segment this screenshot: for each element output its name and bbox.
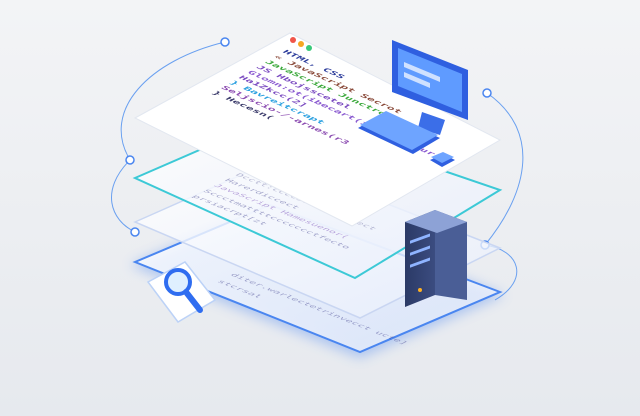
window-dot-green	[306, 45, 312, 51]
window-dots	[290, 37, 312, 51]
magnifier-search-icon	[146, 261, 217, 323]
monitor-icon	[392, 40, 468, 135]
connector-node	[130, 227, 140, 237]
mouse-icon	[430, 152, 455, 167]
keyboard-icon	[358, 111, 440, 154]
connector-node	[482, 88, 492, 98]
window-dot-red	[290, 37, 296, 43]
window-dot-orange	[298, 41, 304, 47]
connector-node	[125, 155, 135, 165]
server-icon	[405, 210, 467, 307]
top-layer-panel	[133, 32, 502, 227]
connector-node	[220, 37, 230, 47]
